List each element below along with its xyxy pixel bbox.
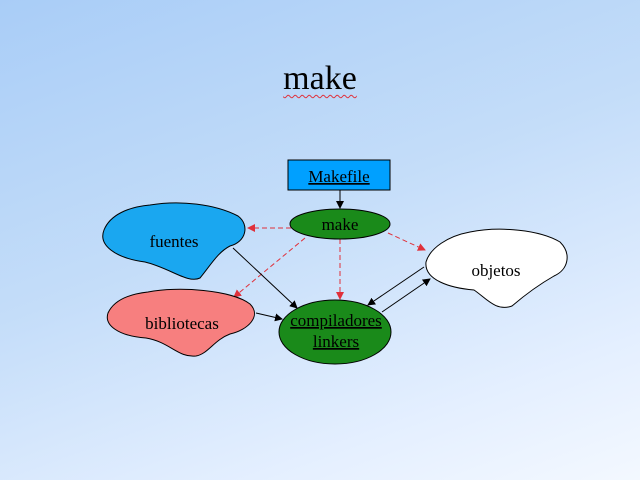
node-makefile-label: Makefile — [308, 167, 369, 186]
node-makefile-shape — [287, 159, 391, 191]
node-make-shape — [289, 208, 391, 240]
edge-objetos-compiladores — [367, 266, 425, 306]
node-objetos-shape — [425, 228, 568, 308]
slide-title: make — [283, 60, 357, 97]
edge-bibliotecas-compiladores — [255, 312, 283, 322]
node-make-label: make — [322, 215, 359, 234]
node-bibliotecas-label: bibliotecas — [145, 314, 219, 333]
edges — [232, 190, 431, 322]
node-fuentes-label: fuentes — [149, 232, 198, 251]
edge-make-bibliotecas — [233, 237, 306, 298]
edge-compiladores-objetos — [381, 278, 431, 313]
node-makefile: Makefile — [287, 159, 391, 191]
node-bibliotecas: bibliotecas — [106, 288, 255, 357]
node-bibliotecas-shape — [106, 288, 255, 357]
edge-make-objetos — [387, 232, 426, 251]
node-compiladores-label-1: compiladores — [290, 311, 382, 330]
node-make: make — [289, 208, 391, 240]
node-objetos-label: objetos — [471, 261, 520, 280]
node-compiladores-shape — [278, 299, 392, 365]
node-compiladores-label-2: linkers — [313, 332, 359, 351]
edge-fuentes-compiladores — [232, 247, 298, 309]
node-objetos: objetos — [425, 228, 568, 308]
node-compiladores: compiladores linkers — [278, 299, 392, 365]
node-fuentes: fuentes — [102, 202, 246, 280]
node-fuentes-shape — [102, 202, 246, 280]
